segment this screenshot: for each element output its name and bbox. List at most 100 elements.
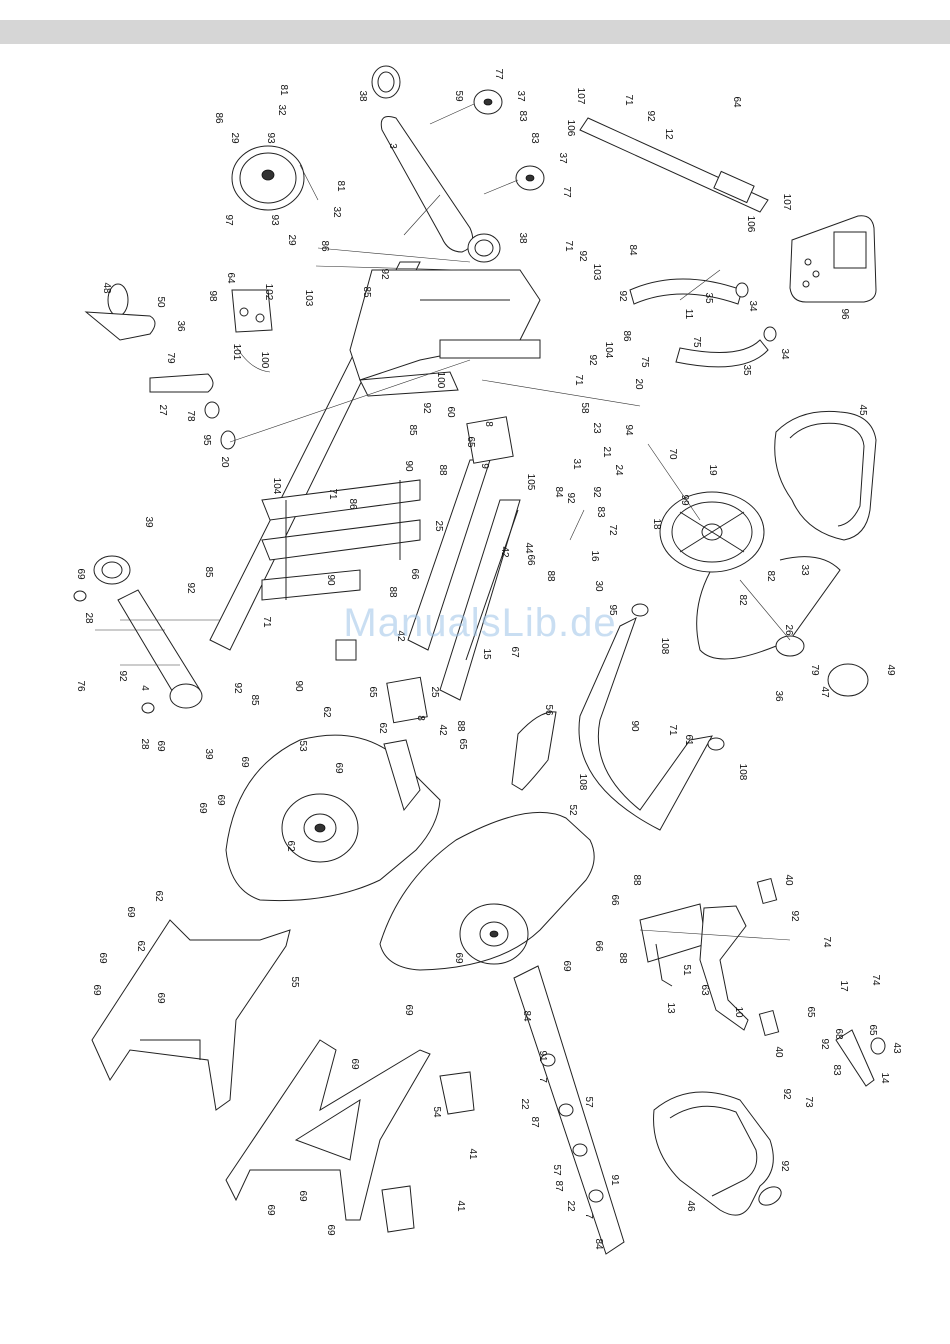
- part-number-label: 69: [349, 1058, 360, 1070]
- part-number-label: 96: [839, 308, 850, 320]
- part-number-label: 19: [707, 464, 718, 476]
- main-frame: [209, 261, 541, 661]
- handle-arm: [578, 603, 725, 831]
- part-number-label: 92: [781, 1088, 792, 1100]
- part-number-label: 39: [203, 748, 214, 760]
- part-number-label: 40: [773, 1046, 784, 1058]
- part-number-label: 3: [387, 143, 398, 149]
- part-number-label: 38: [517, 232, 528, 244]
- part-number-label: 83: [517, 110, 528, 122]
- part-number-label: 22: [565, 1200, 576, 1212]
- part-number-label: 69: [215, 794, 226, 806]
- part-number-label: 84: [627, 244, 638, 256]
- part-number-label: 69: [265, 1204, 276, 1216]
- part-number-label: 84: [553, 486, 564, 498]
- part-number-label: 90: [629, 720, 640, 732]
- part-number-label: 88: [545, 570, 556, 582]
- part-number-label: 73: [803, 1096, 814, 1108]
- part-number-label: 92: [117, 670, 128, 682]
- roller-wheels: [429, 89, 545, 195]
- part-number-label: 44: [523, 542, 534, 554]
- part-number-label: 53: [297, 740, 308, 752]
- part-number-label: 16: [589, 550, 600, 562]
- part-number-label: 31: [571, 458, 582, 470]
- part-number-label: 25: [433, 520, 444, 532]
- part-number-label: 25: [429, 686, 440, 698]
- part-number-label: 69: [453, 952, 464, 964]
- drawing-line-art: [73, 65, 886, 1255]
- part-number-label: 85: [203, 566, 214, 578]
- part-number-label: 85: [361, 286, 372, 298]
- part-number-label: 28: [83, 612, 94, 624]
- part-number-label: 65: [805, 1006, 816, 1018]
- leader-lines: [120, 247, 791, 941]
- front-stabilizer: [73, 555, 203, 714]
- part-number-label: 87: [529, 1116, 540, 1128]
- part-number-label: 66: [525, 554, 536, 566]
- part-number-label: 7: [583, 1213, 594, 1219]
- part-number-label: 22: [519, 1098, 530, 1110]
- part-number-label: 69: [75, 568, 86, 580]
- part-number-label: 77: [561, 186, 572, 198]
- part-number-label: 71: [261, 616, 272, 628]
- part-number-label: 88: [631, 874, 642, 886]
- part-number-label: 86: [347, 498, 358, 510]
- part-number-label: 103: [303, 290, 314, 307]
- part-number-label: 72: [607, 524, 618, 536]
- part-number-label: 88: [455, 720, 466, 732]
- part-number-label: 99: [679, 494, 690, 506]
- part-number-label: 32: [331, 206, 342, 218]
- part-number-label: 69: [91, 984, 102, 996]
- pedal-platform: [653, 1091, 782, 1216]
- part-number-label: 65: [457, 738, 468, 750]
- part-number-label: 103: [591, 264, 602, 281]
- flywheel-disc: [231, 145, 319, 211]
- part-number-label: 101: [231, 344, 242, 361]
- part-number-label: 79: [165, 352, 176, 364]
- seat-rail: [639, 877, 780, 1037]
- part-number-label: 88: [617, 952, 628, 964]
- part-number-label: 107: [781, 194, 792, 211]
- part-number-label: 69: [297, 1190, 308, 1202]
- part-number-label: 85: [249, 694, 260, 706]
- part-number-label: 20: [633, 378, 644, 390]
- part-number-label: 102: [263, 284, 274, 301]
- part-number-label: 87: [553, 1180, 564, 1192]
- part-number-label: 39: [143, 516, 154, 528]
- part-number-label: 62: [377, 722, 388, 734]
- part-number-label: 82: [737, 594, 748, 606]
- part-number-label: 88: [437, 464, 448, 476]
- part-number-label: 90: [293, 680, 304, 692]
- part-number-label: 52: [567, 804, 578, 816]
- part-number-label: 76: [75, 680, 86, 692]
- part-number-label: 92: [779, 1160, 790, 1172]
- left-crank-pedal: [84, 283, 236, 450]
- console-assembly: [579, 117, 877, 303]
- right-shroud: [379, 811, 595, 971]
- part-number-label: 35: [703, 292, 714, 304]
- part-number-label: 83: [831, 1064, 842, 1076]
- part-number-label: 45: [857, 404, 868, 416]
- part-number-label: 104: [603, 342, 614, 359]
- part-number-label: 69: [155, 740, 166, 752]
- wheel-strip-inset: [513, 965, 625, 1255]
- part-number-label: 36: [175, 320, 186, 332]
- part-number-label: 58: [579, 402, 590, 414]
- part-number-label: 71: [667, 724, 678, 736]
- resistance-bracket: [231, 289, 273, 373]
- part-number-label: 24: [613, 464, 624, 476]
- part-number-label: 67: [509, 646, 520, 658]
- part-number-label: 55: [289, 976, 300, 988]
- part-number-label: 92: [577, 250, 588, 262]
- part-number-label: 30: [593, 580, 604, 592]
- part-number-label: 14: [879, 1072, 890, 1084]
- part-number-label: 21: [601, 446, 612, 458]
- part-number-label: 48: [101, 282, 112, 294]
- drive-pulley: [659, 491, 869, 697]
- part-number-label: 95: [607, 604, 618, 616]
- part-number-label: 65: [465, 436, 476, 448]
- part-number-label: 69: [97, 952, 108, 964]
- part-number-label: 62: [135, 940, 146, 952]
